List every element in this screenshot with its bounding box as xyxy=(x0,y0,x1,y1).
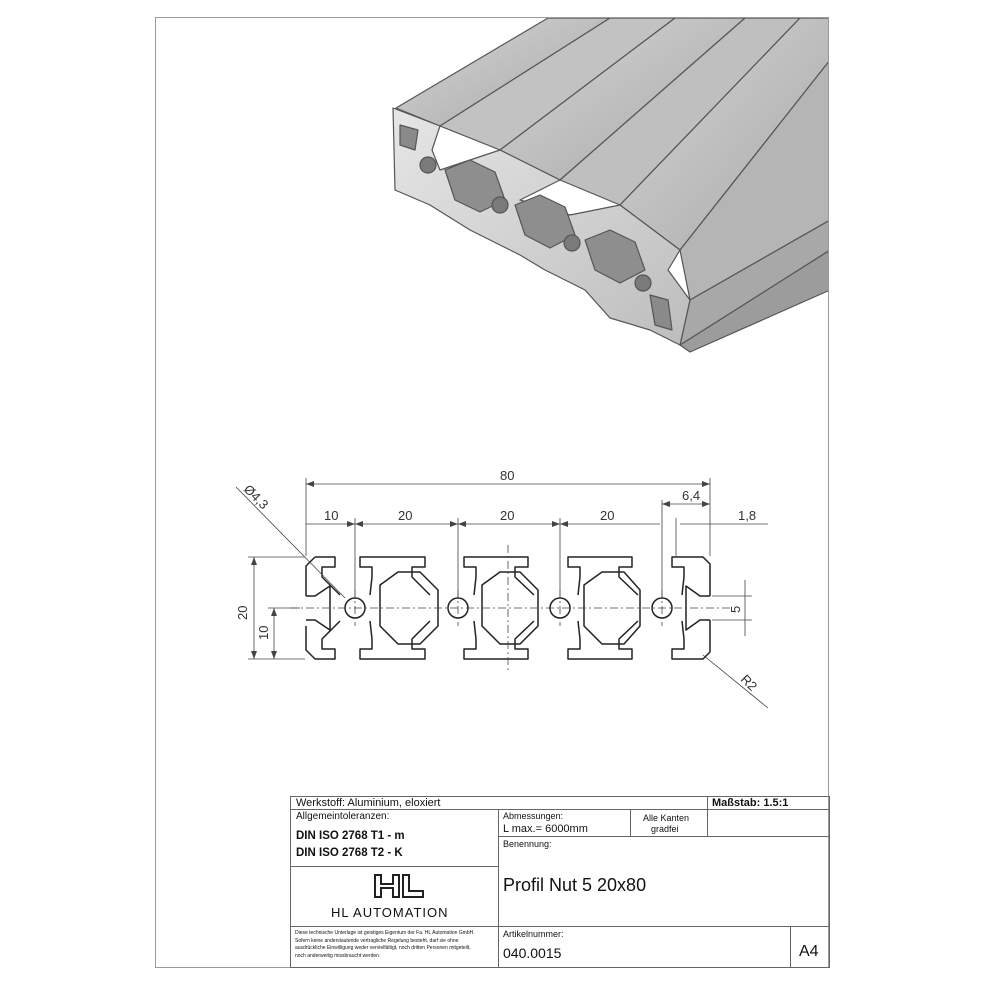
disclaimer-line-4: noch anderweitig missbraucht werden. xyxy=(295,952,381,959)
disclaimer-line-3: ausdrückliche Einwilligung weder verviel… xyxy=(295,945,471,951)
disclaimer-line-1: Diese technische Unterlage ist geistiges… xyxy=(295,930,475,936)
center-lines xyxy=(290,545,730,672)
part-name: Profil Nut 5 20x80 xyxy=(503,875,647,895)
article-number: 040.0015 xyxy=(503,945,562,961)
company-name: HL AUTOMATION xyxy=(331,905,449,920)
article-label: Artikelnummer: xyxy=(503,929,564,939)
tolerance-2: DIN ISO 2768 T2 - K xyxy=(296,847,403,859)
disclaimer-cell: Diese technische Unterlage ist geistiges… xyxy=(290,926,499,968)
material-text: Werkstoff: Aluminium, eloxiert xyxy=(296,797,441,809)
dimension-arrows xyxy=(251,481,710,659)
format-text: A4 xyxy=(799,943,819,960)
dim-6-4: 6,4 xyxy=(682,488,700,503)
dim-10-height: 10 xyxy=(256,626,271,640)
tolerance-cell: Allgemeintoleranzen: DIN ISO 2768 T1 - m… xyxy=(290,809,499,867)
scale-cell: Maßstab: 1.5:1 xyxy=(707,796,830,810)
edges-cell: Alle Kanten gradfei xyxy=(630,809,708,837)
material-cell: Werkstoff: Aluminium, eloxiert xyxy=(290,796,708,810)
hl-logo-icon xyxy=(374,874,424,898)
dim-5: 5 xyxy=(728,606,743,613)
tolerance-1: DIN ISO 2768 T1 - m xyxy=(296,830,405,842)
edges-line1: Alle Kanten xyxy=(643,813,690,823)
empty-cell xyxy=(707,809,830,837)
name-label: Benennung: xyxy=(503,839,552,849)
dimensions-cell: Abmessungen: L max.= 6000mm xyxy=(498,809,631,837)
dimensions-label: Abmessungen: xyxy=(503,811,564,821)
dimension-lines xyxy=(235,478,769,709)
dim-1-8: 1,8 xyxy=(738,508,756,523)
dim-radius: R2 xyxy=(738,672,760,694)
disclaimer-text: Diese technische Unterlage ist geistiges… xyxy=(295,930,475,960)
disclaimer-line-2: Sofern keine anderslautende vertragliche… xyxy=(295,937,459,944)
dim-20-b: 20 xyxy=(500,508,514,523)
format-cell: A4 xyxy=(790,926,830,968)
length-text: L max.= 6000mm xyxy=(503,823,588,835)
dim-20-a: 20 xyxy=(398,508,412,523)
title-block: Werkstoff: Aluminium, eloxiert Maßstab: … xyxy=(290,796,830,968)
tolerance-label: Allgemeintoleranzen: xyxy=(296,811,390,822)
dim-10: 10 xyxy=(324,508,338,523)
scale-text: Maßstab: 1.5:1 xyxy=(712,797,789,809)
dim-20-c: 20 xyxy=(600,508,614,523)
name-cell: Benennung: Profil Nut 5 20x80 xyxy=(498,836,830,927)
article-cell: Artikelnummer: 040.0015 xyxy=(498,926,791,968)
dim-80: 80 xyxy=(500,468,514,483)
logo-cell: HL AUTOMATION xyxy=(290,866,499,927)
edges-line2: gradfei xyxy=(651,824,679,834)
dim-20-height: 20 xyxy=(235,606,250,620)
